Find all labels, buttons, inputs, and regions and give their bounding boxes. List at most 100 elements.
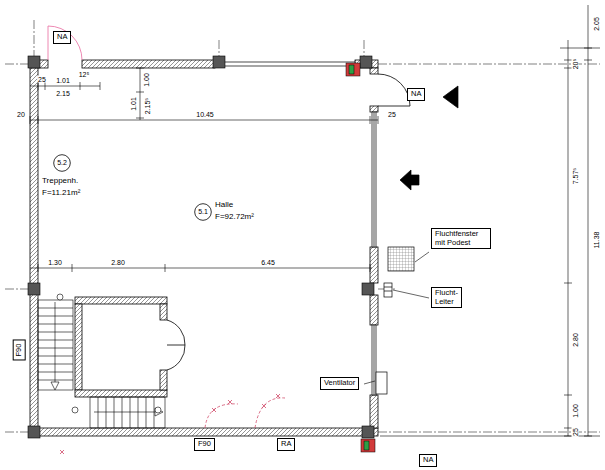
entry-arrow — [400, 170, 419, 190]
window-glass — [374, 112, 375, 395]
dimension-text: 1.01 — [55, 77, 71, 84]
stair-outline — [38, 300, 73, 390]
ladder-rungs — [384, 287, 392, 291]
leader-line — [364, 252, 429, 384]
room-circle — [54, 155, 71, 172]
stair-arrowhead — [51, 382, 59, 390]
dimension-text: 7.57⁵ — [572, 167, 579, 186]
door-swing — [48, 26, 82, 60]
walls — [30, 60, 378, 436]
dimension-text: 1.01 — [130, 96, 137, 112]
dimension-text: 1.30 — [47, 259, 63, 266]
column — [213, 56, 225, 68]
label-text: NA — [423, 456, 433, 465]
wall — [370, 295, 378, 325]
door-tag: NA — [53, 31, 71, 44]
stair-treads — [38, 308, 73, 380]
dimension-line — [30, 264, 372, 272]
windows — [215, 62, 376, 395]
escape-platform — [388, 247, 414, 271]
exit-sign — [346, 63, 360, 76]
column — [28, 56, 40, 68]
dimension-text: 10.45 — [195, 111, 215, 118]
stair-post — [155, 407, 161, 413]
dimensions — [30, 5, 600, 436]
column — [28, 426, 40, 438]
label-text: Fluchtfenster mit Podest — [435, 230, 487, 247]
wall — [370, 106, 378, 112]
fire-rating-tag: RA — [277, 438, 295, 451]
wall — [82, 60, 215, 68]
door-swing — [378, 74, 410, 106]
dimension-text: 25 — [387, 111, 397, 118]
dimension-line — [584, 5, 592, 436]
dimension-text: 2.15⁵ — [144, 97, 151, 116]
dimension-text: 25 — [37, 76, 47, 83]
label-text: RA — [281, 440, 291, 449]
marker-cross — [60, 394, 280, 454]
stair-treads — [98, 397, 154, 428]
dimension-text: 2.05 — [593, 16, 600, 32]
axis-line — [5, 20, 600, 432]
stairs — [38, 294, 165, 428]
wall — [30, 428, 378, 436]
exit-signs — [346, 63, 375, 452]
label-text: NA — [411, 90, 421, 99]
callout-box: Fluchtfenster mit Podest — [431, 228, 491, 249]
label-text: F90 — [15, 344, 24, 357]
dimension-text: 25 — [572, 427, 579, 437]
stair-arrowhead — [155, 408, 163, 416]
columns — [28, 56, 374, 438]
dimension-text: 2.15 — [55, 90, 71, 97]
label-text: F90 — [198, 440, 211, 449]
stair-arrow — [55, 302, 56, 388]
label-text: Flucht- Leiter — [435, 289, 458, 306]
doors — [48, 26, 410, 454]
exit-sign — [349, 65, 354, 74]
room-number: 5.2 — [53, 154, 71, 172]
dimension-text: 1.00 — [143, 72, 150, 88]
wall — [160, 304, 167, 320]
dimension-text: 12⁵ — [78, 71, 91, 78]
room-circle — [195, 204, 212, 221]
door-swing — [205, 398, 285, 428]
fire-rating-tag: F90 — [194, 438, 215, 451]
dimension-text: 20⁵ — [572, 58, 579, 71]
stair-post — [57, 294, 63, 300]
column — [28, 283, 40, 295]
wall — [75, 390, 167, 397]
dimension-text: 6.45 — [260, 259, 276, 266]
wall — [30, 68, 38, 428]
stair-outline — [90, 397, 165, 428]
wall — [75, 304, 82, 390]
entry-arrow — [443, 86, 458, 108]
wall — [370, 395, 378, 428]
dimension-text: 2.80 — [572, 332, 579, 348]
exit-sign — [361, 439, 375, 452]
dimension-line — [564, 40, 572, 436]
callout-box: Ventilator — [320, 377, 359, 390]
wall — [370, 247, 378, 283]
escape-ladder — [384, 283, 392, 297]
room-tag: 5.1Halle F=92.72m² — [194, 203, 212, 221]
room-name: Halle F=92.72m² — [215, 199, 254, 223]
column — [362, 426, 374, 438]
label-text: Ventilator — [324, 379, 355, 388]
stair-post — [72, 407, 78, 413]
door-tag: NA — [419, 454, 437, 467]
room-number: 5.1 — [194, 203, 212, 221]
callout-box: Flucht- Leiter — [431, 287, 462, 308]
door-tag: NA — [407, 88, 425, 101]
column — [362, 283, 374, 295]
wall — [160, 370, 167, 390]
dimension-text: 2.80 — [110, 259, 126, 266]
extension-line — [380, 48, 600, 436]
wall — [370, 68, 378, 74]
dimension-text: 1.00 — [572, 403, 579, 419]
dimension-text: 20 — [16, 111, 26, 118]
dimension-text: 11.38 — [593, 231, 600, 250]
wall — [75, 297, 167, 304]
label-text: NA — [57, 33, 67, 42]
exit-sign — [364, 441, 369, 450]
fire-rating-tag: F90 — [13, 340, 26, 361]
